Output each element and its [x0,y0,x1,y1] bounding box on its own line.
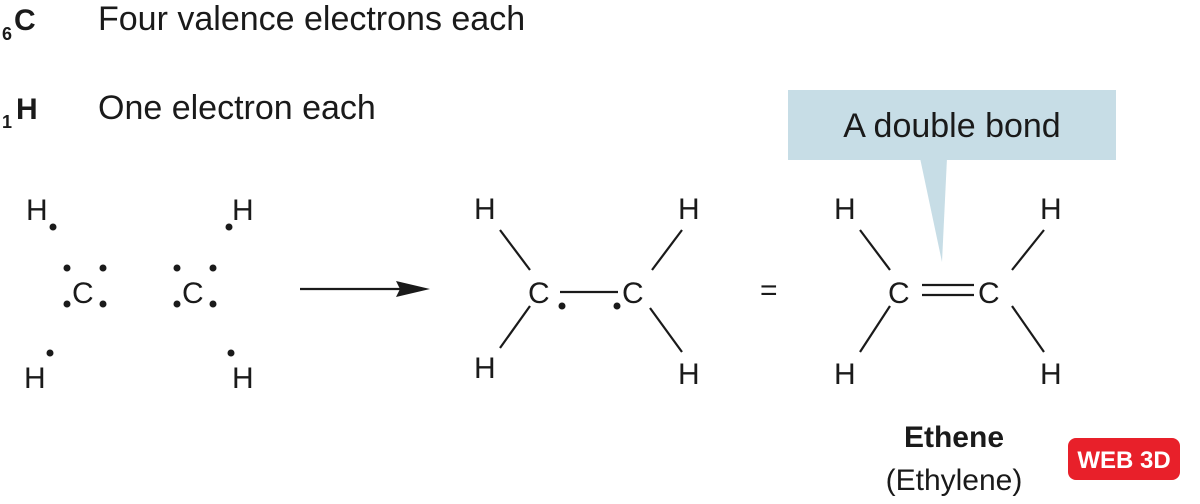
hydrogen-atom: H [678,193,700,226]
carbon-atomic-number: 6 [2,24,12,44]
electron-dot [99,264,107,272]
legend-hydrogen: 1 H One electron each [2,89,376,132]
electron-dot [227,349,235,357]
legend-carbon: 6 C Four valence electrons each [2,0,525,44]
electron-dot [225,223,233,231]
electron-dot [209,300,217,308]
hydrogen-atom: H [232,362,254,395]
reaction-arrow [300,281,430,297]
hydrogen-atom: H [1040,193,1062,226]
single-bond [859,305,891,353]
carbon-atom: C [182,277,204,310]
ethene-structure: C C H H H H [834,193,1062,391]
single-bond [651,229,683,271]
electron-dot [49,223,57,231]
single-bond [859,229,891,271]
reactant-carbon-right: C [173,264,217,310]
hydrogen-atomic-number: 1 [2,112,12,132]
double-bond-callout: A double bond [788,90,1116,262]
electron-dot [173,300,181,308]
electron-dot [613,302,621,310]
web-3d-badge[interactable]: WEB 3D [1068,438,1180,480]
hydrogen-atom: H [474,352,496,385]
callout-pointer [920,158,947,262]
arrow-head [396,281,430,297]
hydrogen-atom: H [678,358,700,391]
single-bond [499,305,531,349]
carbon-symbol: C [14,4,36,37]
hydrogen-atom: H [232,194,254,227]
carbon-atom: C [978,277,1000,310]
callout-box [788,90,1116,160]
molecule-name: Ethene [904,421,1004,454]
hydrogen-atom: H [834,358,856,391]
molecule-alt-name: (Ethylene) [886,464,1023,497]
hydrogen-atom: H [1040,358,1062,391]
equals-sign: = [760,274,778,307]
hydrogen-atom: H [834,193,856,226]
hydrogen-symbol: H [16,93,38,126]
electron-dot [63,300,71,308]
electron-dot [99,300,107,308]
carbon-atom: C [72,277,94,310]
reactant-carbon-left: C [63,264,107,310]
badge-label: WEB 3D [1077,447,1170,474]
carbon-atom: C [622,277,644,310]
electron-dot [558,302,566,310]
hydrogen-atom: H [474,193,496,226]
single-bond [649,307,683,353]
electron-dot [46,349,54,357]
electron-dot [63,264,71,272]
single-bond [499,229,531,271]
electron-dot [209,264,217,272]
intermediate-molecule: C C H H H H [474,193,700,391]
single-bond [1011,229,1045,271]
carbon-atom: C [888,277,910,310]
reactant-hydrogens: H H H H [24,194,254,395]
hydrogen-description: One electron each [98,89,376,127]
hydrogen-atom: H [24,362,46,395]
badge-background [1068,438,1180,480]
carbon-description: Four valence electrons each [98,0,525,38]
carbon-atom: C [528,277,550,310]
single-bond [1011,305,1045,353]
callout-label: A double bond [843,107,1060,145]
hydrogen-atom: H [26,194,48,227]
electron-dot [173,264,181,272]
